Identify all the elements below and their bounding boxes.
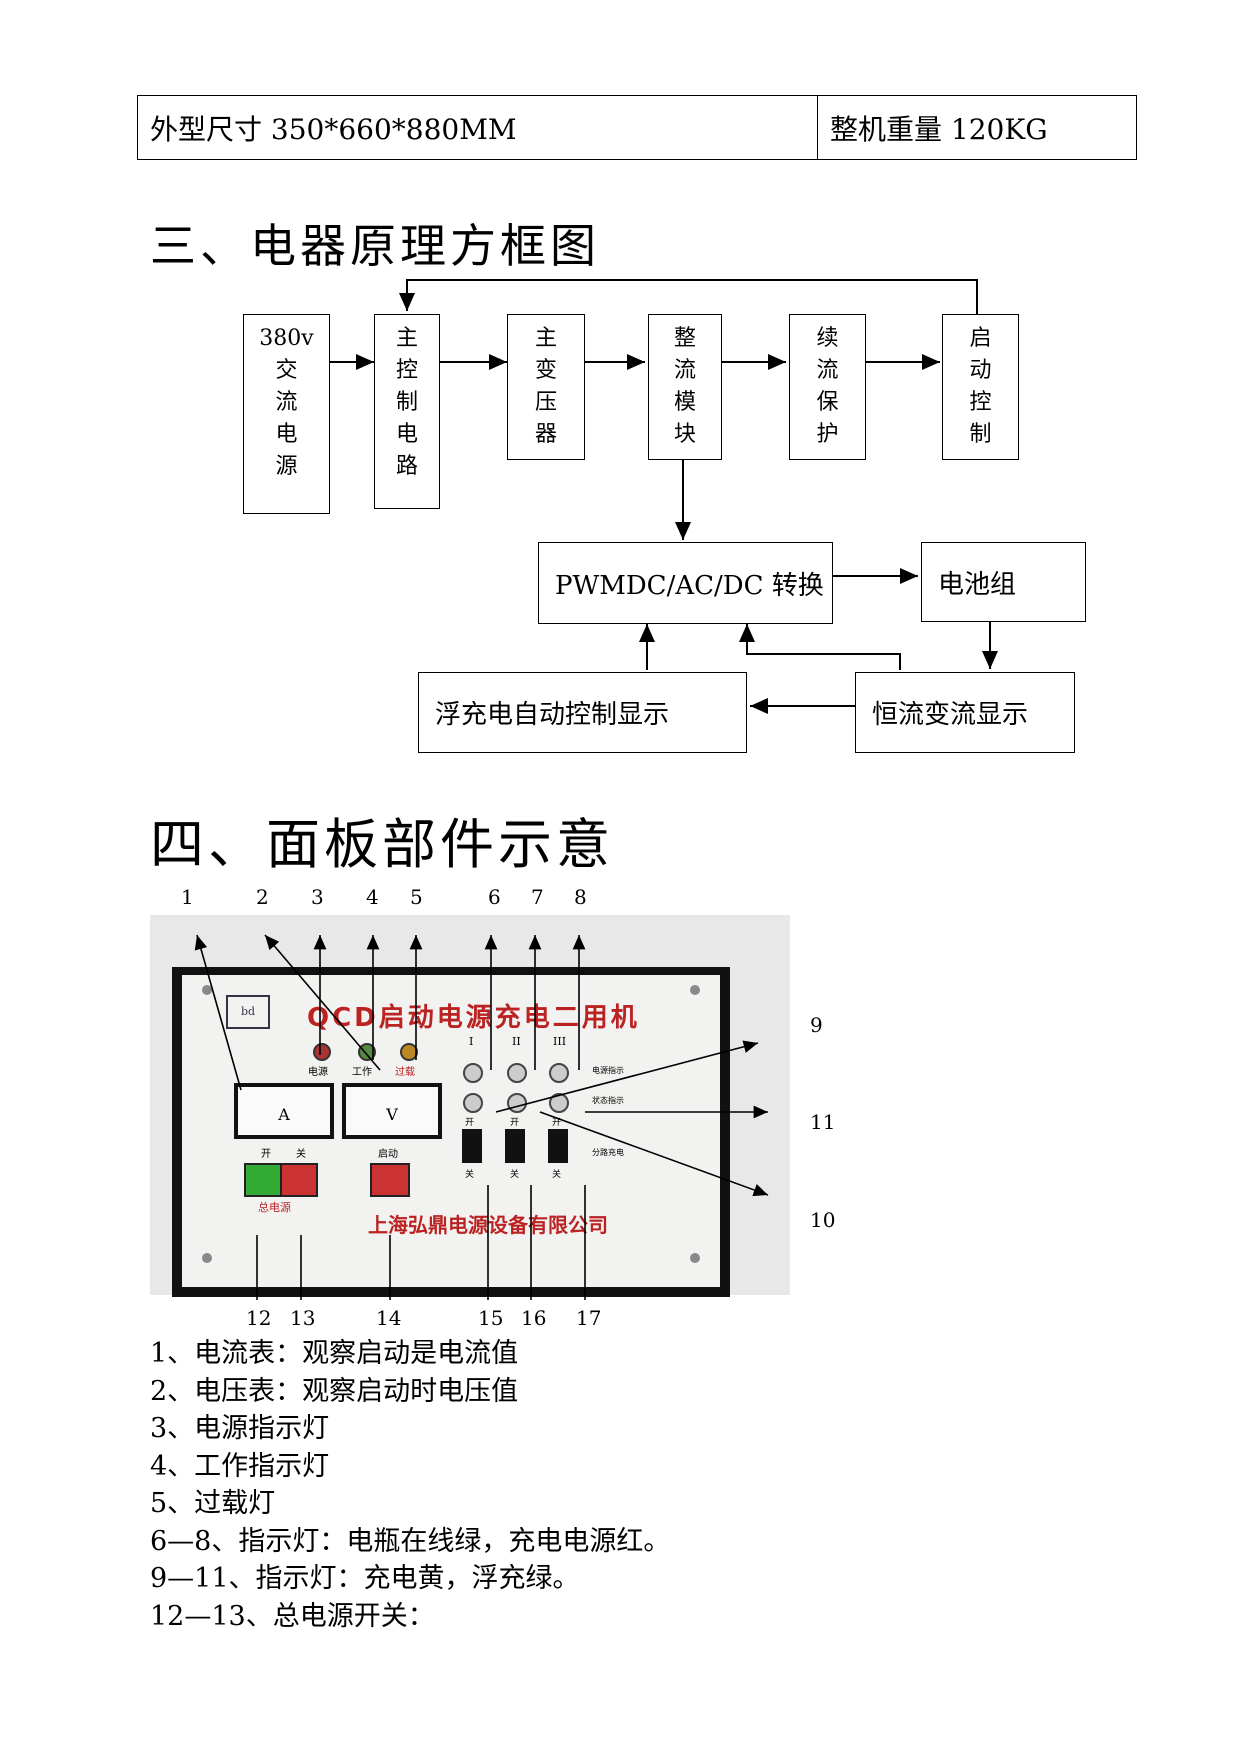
dimensions-cell: 外型尺寸 350*660*880MM (137, 95, 818, 160)
channel-label: III (553, 1035, 567, 1048)
switch-on-label: 开 (510, 1118, 520, 1128)
indicator-lamp (463, 1093, 483, 1113)
ammeter-dial: A (238, 1087, 330, 1135)
main-off-label: 关 (296, 1149, 306, 1160)
brand-logo: bd (226, 995, 270, 1029)
note-item: 2、电压表：观察启动时电压值 (150, 1375, 519, 1407)
ammeter: A (234, 1083, 334, 1139)
callout-number: 16 (521, 1306, 547, 1330)
main-power-off-button (280, 1163, 318, 1197)
note-item: 4、工作指示灯 (150, 1450, 330, 1482)
block-converter: PWMDC/AC/DC 转换 (538, 542, 833, 624)
callout-number: 1 (181, 885, 194, 909)
lamp-label-overload: 过载 (395, 1067, 415, 1078)
section4-title: 四、面板部件示意 (150, 813, 614, 876)
indicator-lamp (549, 1093, 569, 1113)
indicator-lamp (549, 1063, 569, 1083)
block-freewheel-protection: 续 流 保 护 (789, 314, 866, 460)
power-indicator-lamp (313, 1043, 331, 1061)
callout-number: 4 (366, 885, 379, 909)
block-start-control: 启 动 控 制 (942, 314, 1019, 460)
callout-number: 9 (810, 1013, 823, 1037)
side-label: 分路充电 (592, 1148, 624, 1157)
overload-lamp (400, 1043, 418, 1061)
callout-number: 8 (574, 885, 587, 909)
callout-number: 14 (376, 1306, 402, 1330)
callout-number: 11 (810, 1110, 836, 1134)
block-main-transformer: 主 变 压 器 (507, 314, 585, 460)
block-constant-current-display: 恒流变流显示 (855, 672, 1075, 753)
section3-title: 三、电器原理方框图 (150, 219, 600, 273)
side-label: 状态指示 (592, 1096, 624, 1105)
callout-number: 3 (311, 885, 324, 909)
block-battery-pack: 电池组 (921, 542, 1086, 622)
spec-table: 外型尺寸 350*660*880MM 整机重量 120KG (137, 95, 1137, 160)
block-battery-label: 电池组 (938, 569, 1017, 600)
callout-number: 10 (810, 1208, 836, 1232)
indicator-lamp (507, 1063, 527, 1083)
channel-label: I (469, 1035, 474, 1048)
callout-number: 6 (488, 885, 501, 909)
voltmeter-dial: V (346, 1087, 438, 1135)
switch-on-label: 开 (465, 1118, 475, 1128)
block-float-charge-label: 浮充电自动控制显示 (435, 700, 670, 730)
switch-off-label: 关 (552, 1170, 562, 1180)
callout-number: 15 (478, 1306, 504, 1330)
main-power-label: 总电源 (258, 1201, 291, 1214)
component-notes: 1、电流表：观察启动是电流值 2、电压表：观察启动时电压值 3、电源指示灯 4、… (150, 1335, 670, 1635)
side-label: 电源指示 (592, 1066, 624, 1075)
main-on-label: 开 (261, 1149, 271, 1160)
panel-face: bd QCD启动电源充电二用机 电源 工作 过载 A V I II III 电源… (182, 975, 720, 1287)
channel-label: II (512, 1035, 521, 1048)
branch-switch-3 (548, 1129, 568, 1163)
note-item: 6—8、指示灯：电瓶在线绿，充电电源红。 (150, 1525, 671, 1557)
weight-cell: 整机重量 120KG (817, 95, 1137, 160)
block-constant-current-label: 恒流变流显示 (872, 700, 1029, 730)
lamp-label-work: 工作 (352, 1067, 372, 1078)
callout-number: 12 (246, 1306, 272, 1330)
callout-number: 2 (256, 885, 269, 909)
work-indicator-lamp (358, 1043, 376, 1061)
block-rectifier-module: 整 流 模 块 (648, 314, 722, 460)
note-item: 5、过载灯 (150, 1488, 276, 1519)
block-converter-label: PWMDC/AC/DC 转换 (555, 570, 824, 601)
note-item: 3、电源指示灯 (150, 1413, 330, 1444)
block-ac-power: 380v 交 流 电 源 (243, 314, 330, 514)
callout-number: 5 (410, 885, 423, 909)
switch-off-label: 关 (510, 1170, 520, 1180)
callout-number: 7 (531, 885, 544, 909)
callout-number: 17 (576, 1306, 602, 1330)
lamp-label-power: 电源 (308, 1067, 328, 1078)
voltmeter: V (342, 1083, 442, 1139)
start-label: 启动 (378, 1149, 398, 1160)
start-button (370, 1163, 410, 1197)
switch-off-label: 关 (465, 1170, 475, 1180)
branch-switch-2 (505, 1129, 525, 1163)
switch-on-label: 开 (552, 1118, 562, 1128)
block-main-control-circuit: 主 控 制 电 路 (374, 314, 440, 509)
note-item: 1、电流表：观察启动是电流值 (150, 1338, 519, 1369)
block-float-charge-display: 浮充电自动控制显示 (418, 672, 747, 753)
indicator-lamp (463, 1063, 483, 1083)
branch-switch-1 (462, 1129, 482, 1163)
note-item: 9—11、指示灯：充电黄，浮充绿。 (150, 1563, 580, 1594)
front-panel-photo: bd QCD启动电源充电二用机 电源 工作 过载 A V I II III 电源… (150, 915, 790, 1297)
panel-title: QCD启动电源充电二用机 (307, 1003, 640, 1033)
callout-number: 13 (290, 1306, 316, 1330)
block-diagram-arrows (330, 279, 998, 714)
note-item: 12—13、总电源开关： (150, 1600, 435, 1632)
